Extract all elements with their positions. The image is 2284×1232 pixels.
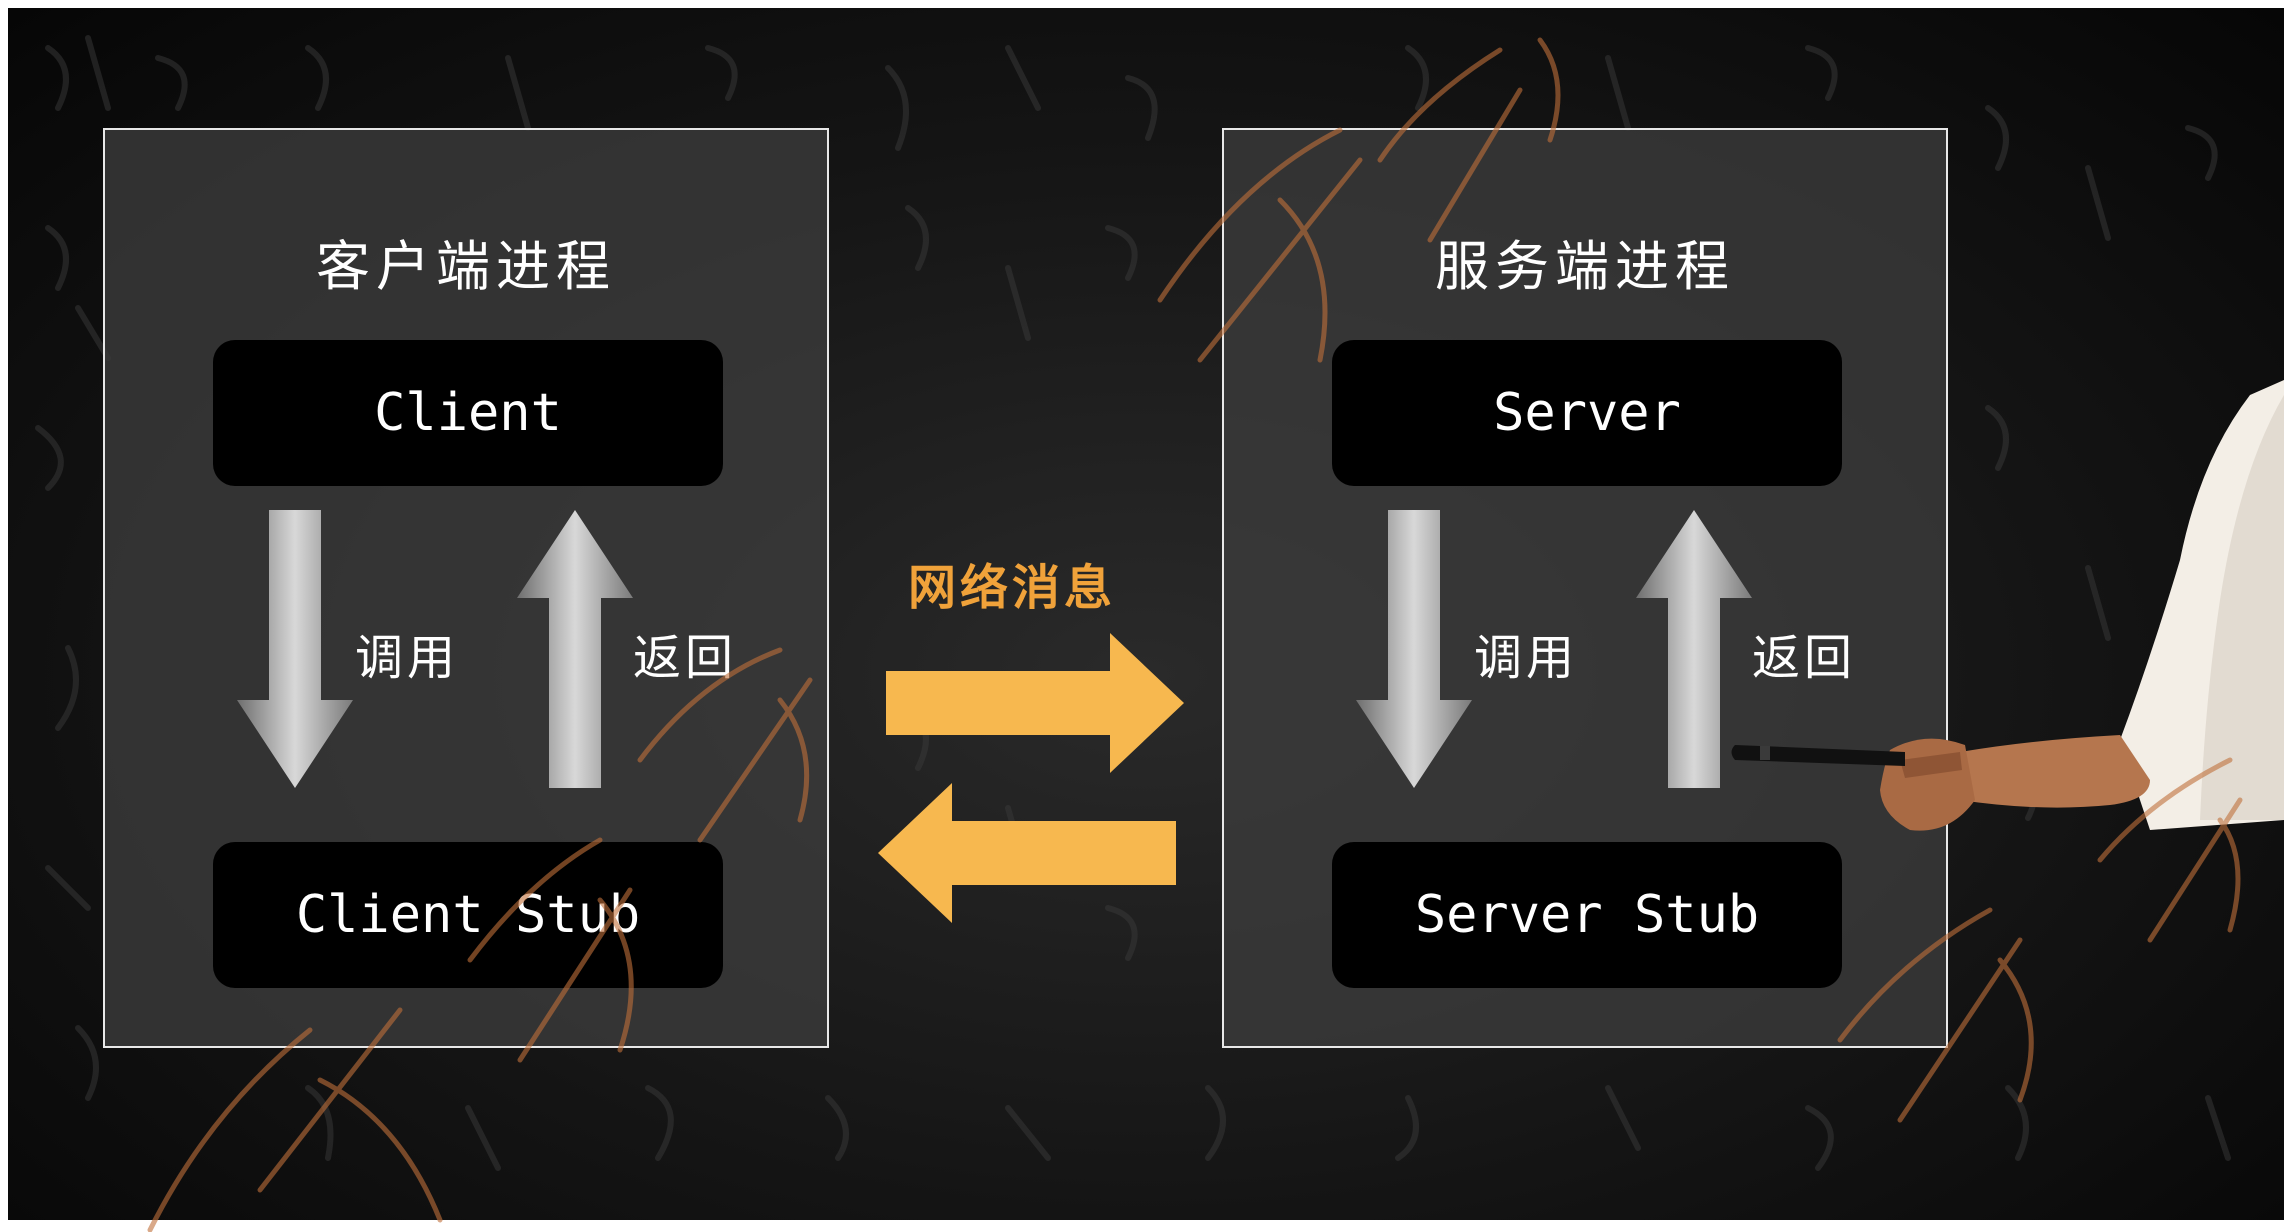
arrow-left-icon bbox=[878, 783, 1176, 923]
client-call-label: 调用 bbox=[355, 630, 460, 686]
client-process-panel: 客户端进程 Client 调用 返回 bbox=[103, 128, 829, 1048]
server-stub-box: Server Stub bbox=[1332, 842, 1842, 988]
client-return-label: 返回 bbox=[633, 630, 738, 686]
arrow-up-icon bbox=[517, 510, 633, 788]
calligraphy-texture bbox=[35, 35, 2231, 1171]
slide-background: 客户端进程 Client 调用 返回 bbox=[8, 8, 2284, 1220]
arrow-right-icon bbox=[886, 633, 1184, 773]
network-message-label: 网络消息 bbox=[908, 560, 1117, 616]
arrow-down-icon bbox=[1356, 510, 1472, 788]
arrow-up-icon bbox=[1636, 510, 1752, 788]
client-box: Client bbox=[213, 340, 723, 486]
client-stub-box: Client Stub bbox=[213, 842, 723, 988]
server-process-panel: 服务端进程 Server 调用 返回 bbox=[1222, 128, 1948, 1048]
server-return-label: 返回 bbox=[1752, 630, 1857, 686]
arrow-down-icon bbox=[237, 510, 353, 788]
server-process-title: 服务端进程 bbox=[1435, 235, 1735, 298]
server-box: Server bbox=[1332, 340, 1842, 486]
client-process-title: 客户端进程 bbox=[316, 235, 616, 298]
server-call-label: 调用 bbox=[1474, 630, 1579, 686]
